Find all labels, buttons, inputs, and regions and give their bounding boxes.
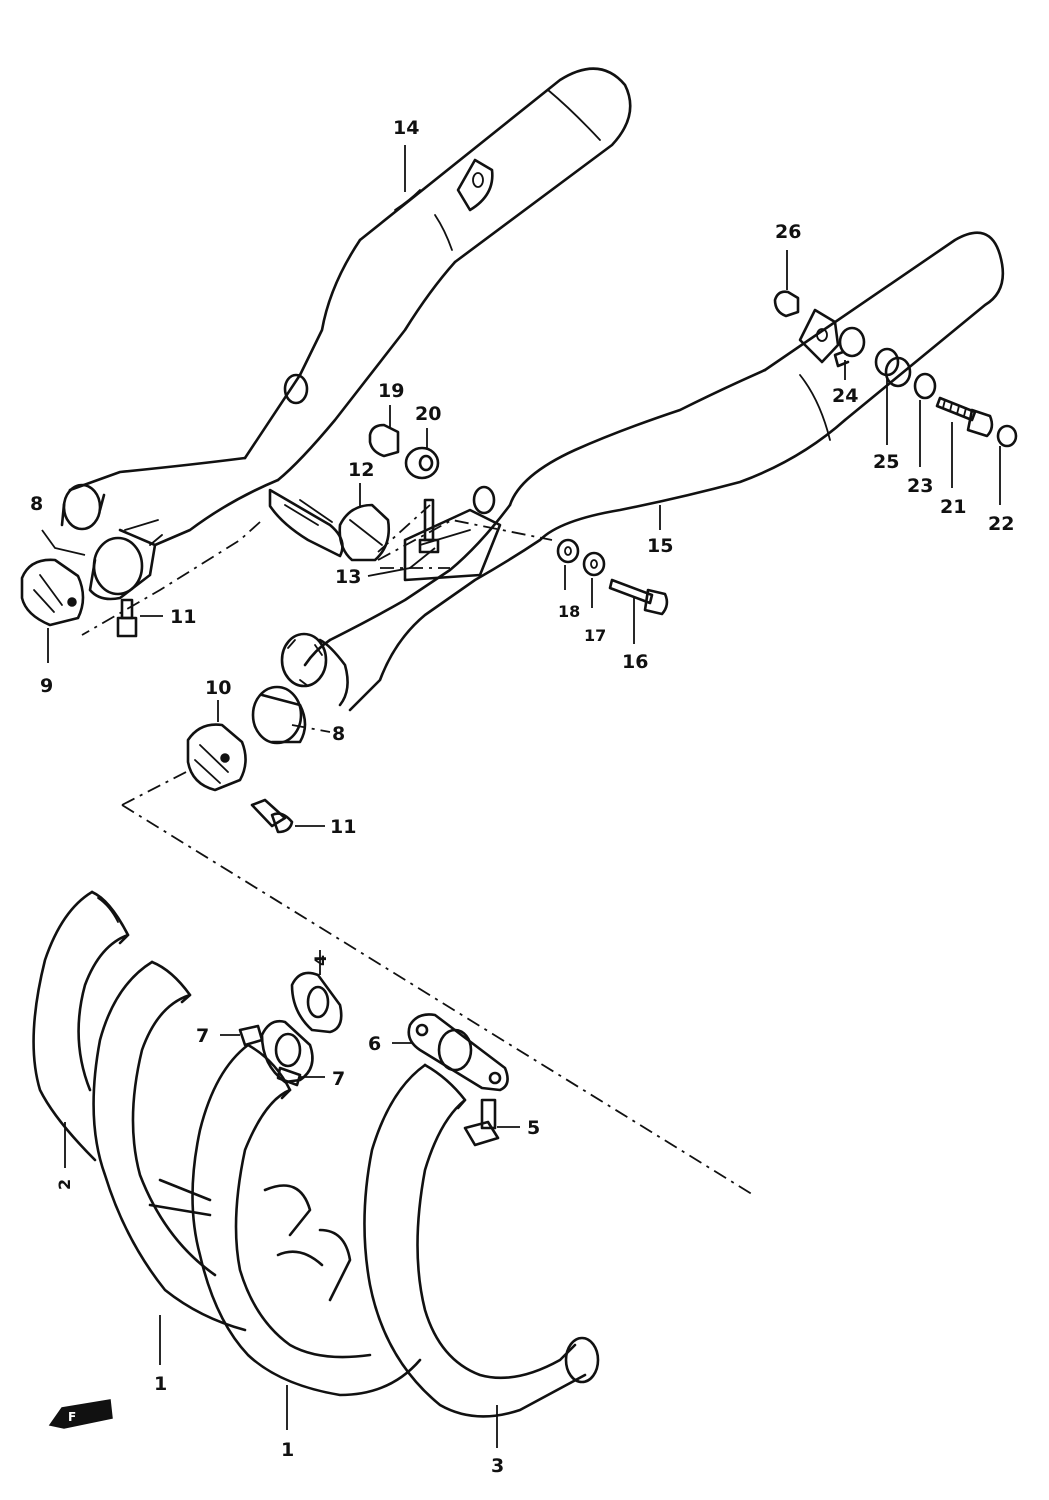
callout-10: 10	[205, 677, 231, 699]
callout-3: 3	[491, 1455, 504, 1477]
crossover-pipe	[268, 485, 502, 582]
callout-16: 16	[622, 651, 648, 673]
callout-8-upper: 8	[30, 493, 43, 515]
callout-7-lower: 7	[332, 1068, 345, 1090]
cushion-20	[404, 446, 440, 480]
bolt-21	[935, 396, 994, 438]
flange-6	[407, 1013, 509, 1092]
callout-5: 5	[527, 1117, 540, 1139]
right-muffler	[303, 231, 1005, 712]
callout-8-lower: 8	[332, 723, 345, 745]
callout-4: 4	[311, 955, 330, 966]
left-muffler	[60, 67, 632, 601]
callout-23: 23	[907, 475, 933, 497]
callout-21: 21	[940, 496, 966, 518]
callout-22: 22	[988, 513, 1014, 535]
callout-15: 15	[647, 535, 673, 557]
assembly-lines	[81, 504, 756, 1197]
callout-18: 18	[558, 602, 580, 621]
washer-23	[913, 372, 937, 400]
bolt-16	[608, 578, 669, 616]
callout-14: 14	[393, 117, 419, 139]
callout-6: 6	[368, 1033, 381, 1055]
bolt-11-lower	[250, 798, 294, 834]
callout-17: 17	[584, 626, 606, 645]
bolt-5	[463, 1098, 500, 1147]
callout-1-rear: 1	[154, 1373, 167, 1395]
clamp-10	[186, 723, 247, 792]
header-pipe-1-rear	[92, 960, 247, 1332]
gasket-8-lower	[251, 685, 307, 745]
front-mark-label: F	[68, 1410, 76, 1424]
spacer-19	[368, 423, 400, 458]
nut-26	[773, 290, 800, 318]
cushion-25	[874, 347, 912, 388]
cap-22	[996, 424, 1018, 448]
callout-20: 20	[415, 403, 441, 425]
header-pipe-2	[32, 890, 130, 1162]
callout-numbers: 14 26 19 20 12 13 8 11 9 10 8 11 18 17 1…	[30, 117, 1014, 1477]
washer-17	[582, 551, 606, 577]
callout-2: 2	[55, 1179, 74, 1190]
front-direction-arrow-icon: F	[48, 1399, 113, 1429]
callout-7-upper: 7	[196, 1025, 209, 1047]
spacer-24	[833, 326, 866, 368]
clamp-9	[20, 558, 85, 627]
callout-12: 12	[348, 459, 374, 481]
callout-26: 26	[775, 221, 801, 243]
callout-11-lower: 11	[330, 816, 356, 838]
callout-11-upper: 11	[170, 606, 196, 628]
callout-24: 24	[832, 385, 858, 407]
callout-leaders	[41, 145, 1001, 1448]
clamp-7	[238, 1020, 314, 1087]
callout-1-front: 1	[281, 1439, 294, 1461]
callout-25: 25	[873, 451, 899, 473]
callout-13: 13	[335, 566, 361, 588]
gasket-4	[290, 971, 343, 1034]
callout-19: 19	[378, 380, 404, 402]
callout-9: 9	[40, 675, 53, 697]
washer-18	[556, 538, 580, 564]
header-pipe-3	[363, 1063, 600, 1418]
lower-branch-end	[280, 632, 349, 707]
header-pipe-1-front	[191, 1043, 422, 1397]
